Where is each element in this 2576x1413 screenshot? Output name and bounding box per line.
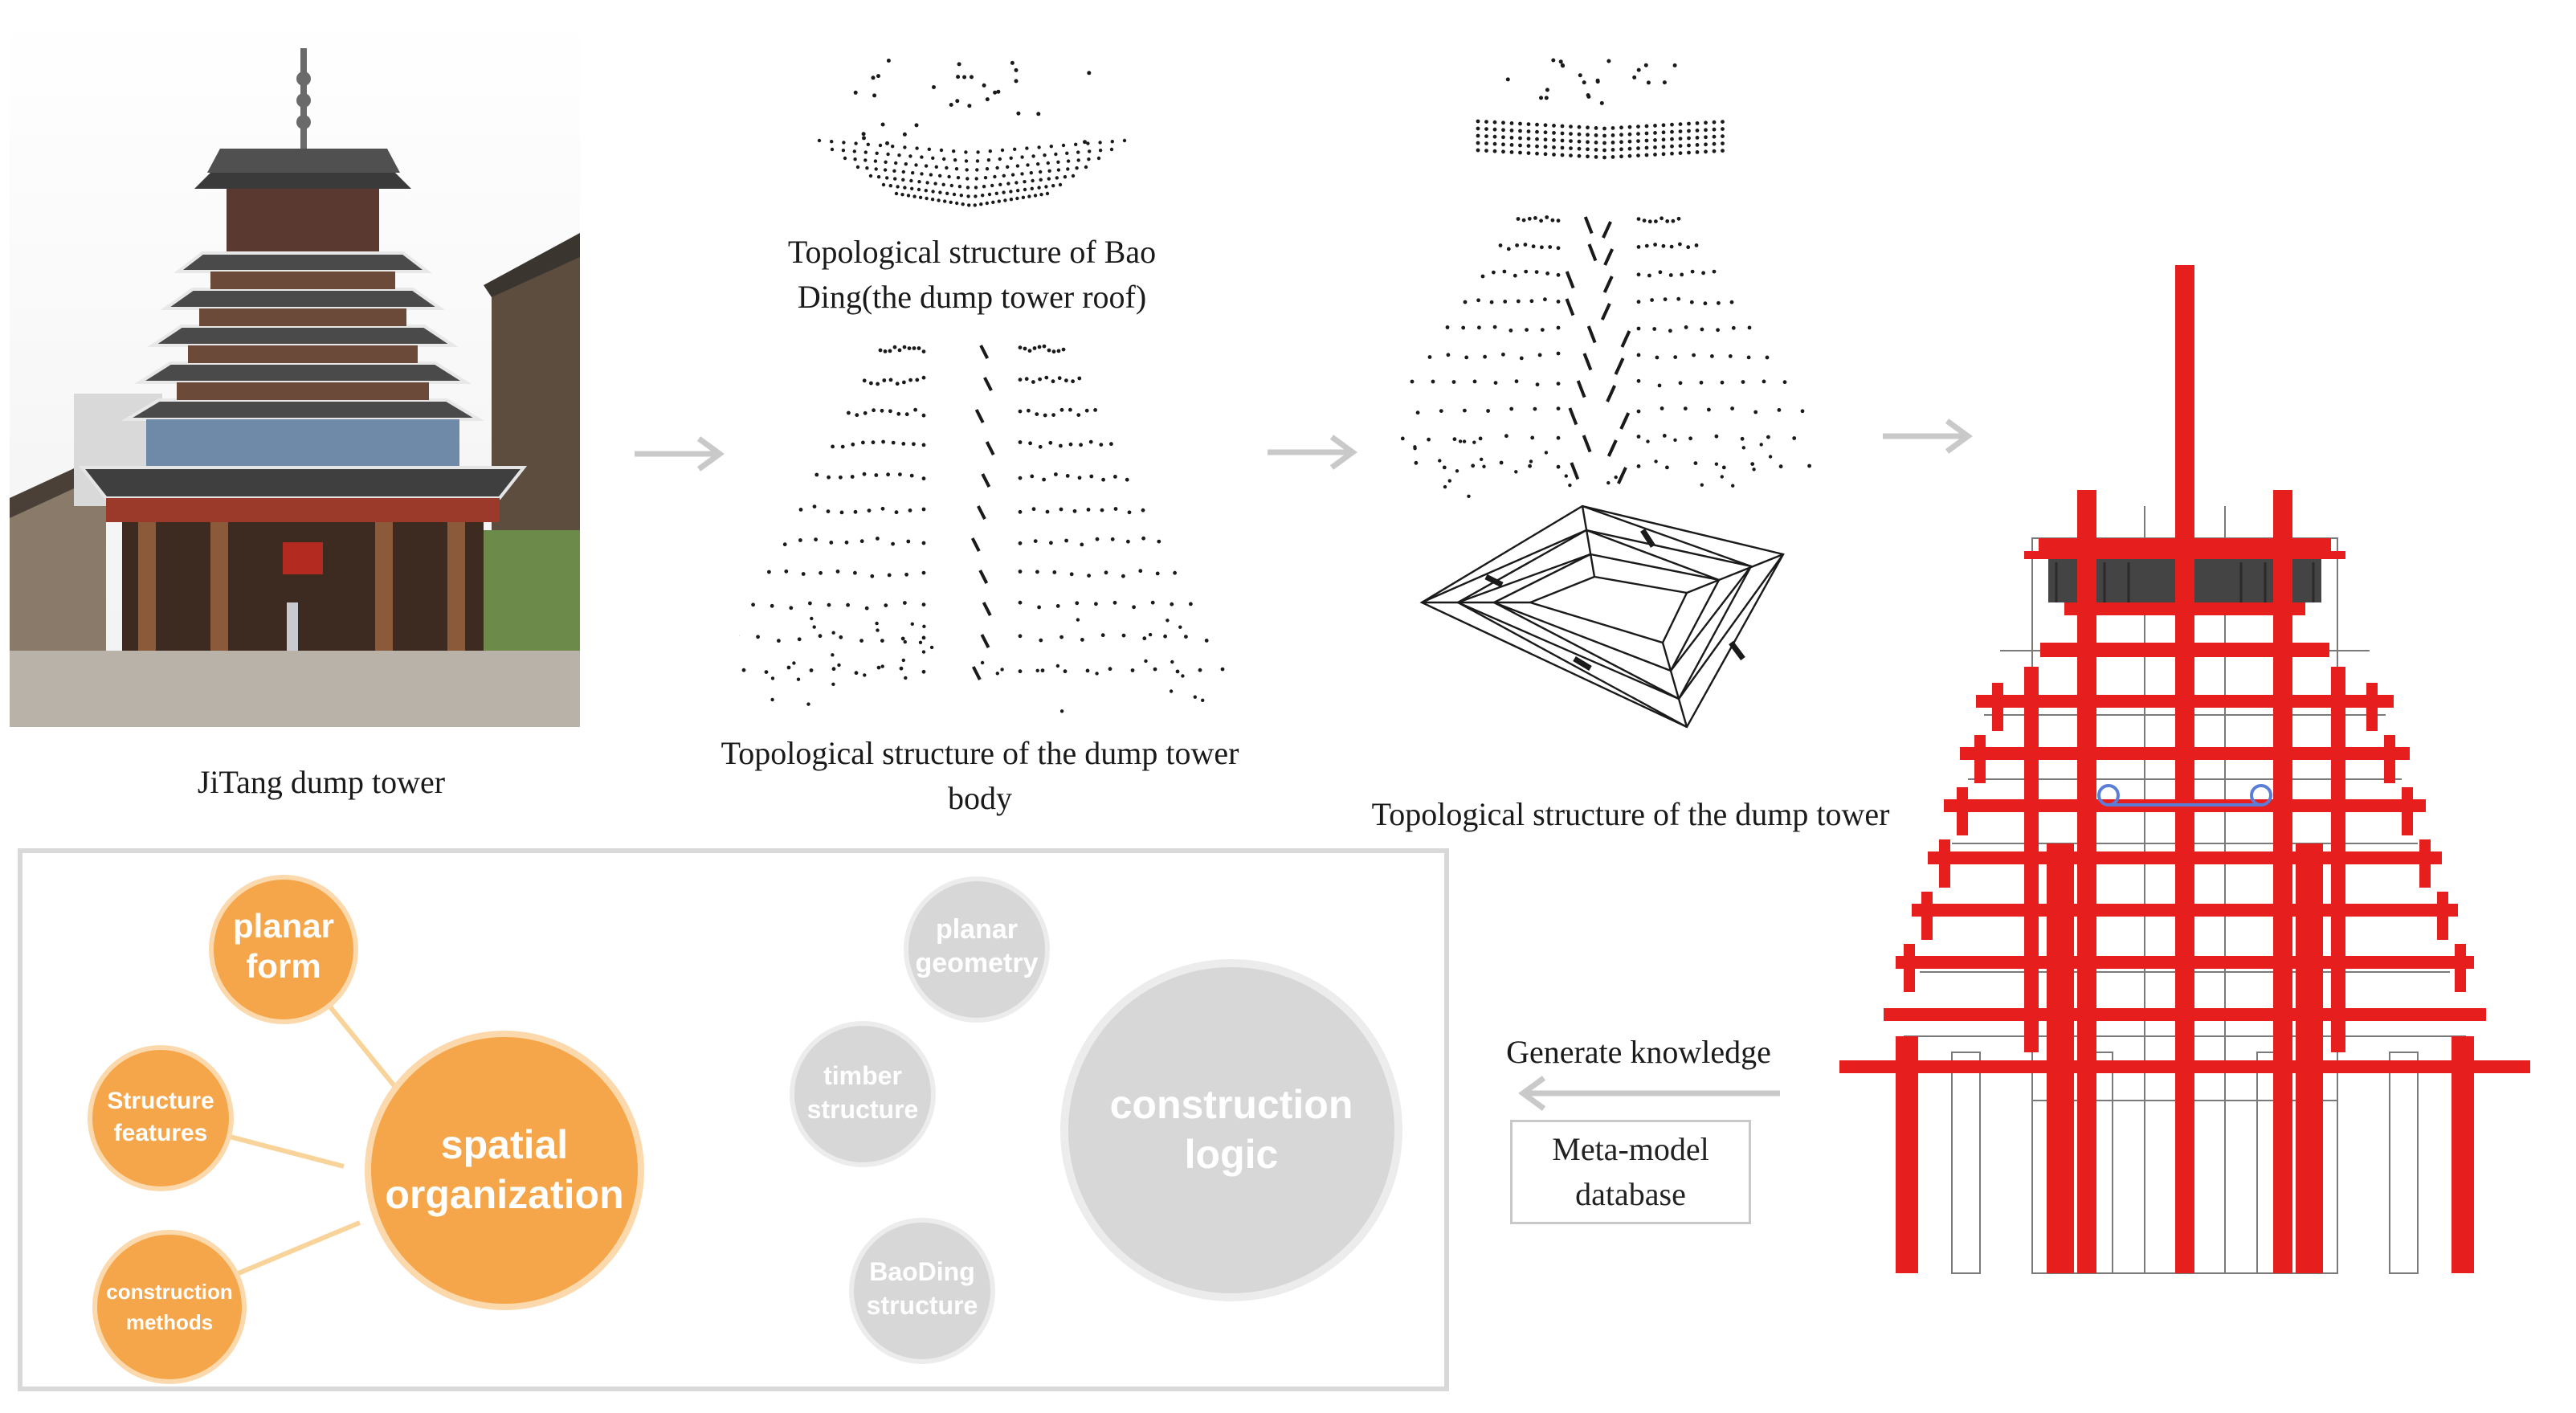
meta-model-database-box: Meta-model database [1510, 1120, 1751, 1224]
tower-photo [10, 16, 580, 727]
roof-topology-point-cloud [817, 59, 1127, 207]
arrow-right-icon [1268, 435, 1357, 470]
body-topology-point-cloud [739, 344, 1225, 713]
tower-base-wireframe [1419, 504, 1785, 729]
caption-body-topology: Topological structure of the dump tower … [721, 735, 1239, 816]
generate-knowledge-label: Generate knowledge [1506, 1034, 1771, 1070]
caption-photo: JiTang dump tower [197, 764, 446, 800]
tower-topology-point-cloud [1400, 58, 1811, 498]
arrow-right-icon [1883, 419, 1973, 454]
arrow-left-icon [1518, 1076, 1780, 1111]
caption-tower-topology: Topological structure of the dump tower [1371, 796, 1890, 832]
red-structural-frame [1839, 265, 2530, 1274]
caption-roof-topology: Topological structure of Bao Ding(the du… [787, 234, 1157, 315]
arrow-right-icon [635, 436, 725, 472]
meta-model-label: Meta-model database [1552, 1131, 1709, 1212]
